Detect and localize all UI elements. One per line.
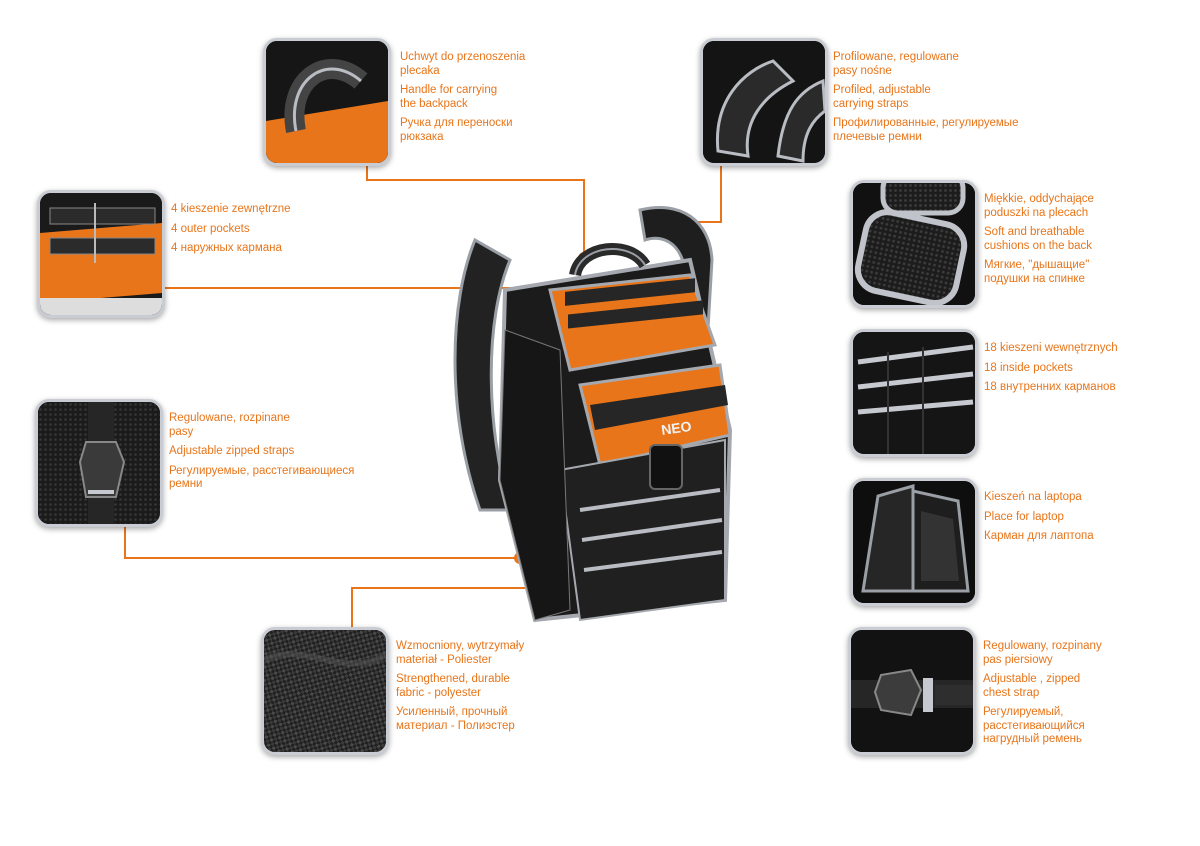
zipped-straps-text-pl: Regulowane, rozpinane pasy [169,412,290,438]
inside-pockets-text-en: 18 inside pockets [984,361,1073,374]
fabric-text-ru: Усиленный, прочный материал - Полиэстер [396,706,515,732]
connector-zipped-straps [124,525,520,559]
chest-strap-label: Regulowany, rozpinany pas piersiowy Adju… [983,640,1133,753]
shoulder-straps-icon [703,41,825,163]
cushions-thumbnail [850,180,978,308]
fabric-text-en: Strengthened, durable fabric - polyester [396,673,510,699]
buckle-icon [38,402,160,524]
inside-pockets-icon [853,332,975,454]
straps-text-en: Profiled, adjustable carrying straps [833,84,931,110]
outer-pockets-text-ru: 4 наружных кармана [171,242,282,254]
outer-pockets-text-pl: 4 kieszenie zewnętrzne [171,203,291,215]
straps-thumbnail [700,38,828,166]
straps-text-pl: Profilowane, regulowane pasy nośne [833,51,959,77]
inside-pockets-text-pl: 18 kieszeni wewnętrznych [984,342,1118,354]
handle-text-ru: Ручка для переноски рюкзака [400,117,513,143]
handle-thumbnail [263,38,391,166]
laptop-label: Kieszeń na laptopa Place for laptop Карм… [984,491,1134,550]
cushions-text-ru: Мягкие, "дышащие" подушки на спинке [984,259,1090,285]
outer-pockets-thumbnail [37,190,165,318]
outer-pockets-label: 4 kieszenie zewnętrzne 4 outer pockets 4… [171,203,321,262]
laptop-text-pl: Kieszeń na laptopa [984,491,1082,503]
fabric-thumbnail [261,627,389,755]
fabric-texture-icon [264,630,386,752]
back-cushion-icon [853,183,975,305]
fabric-label: Wzmocniony, wytrzymały materiał - Polies… [396,640,546,739]
handle-label: Uchwyt do przenoszenia plecaka Handle fo… [400,51,550,150]
chest-strap-text-en: Adjustable , zipped chest strap [983,673,1081,699]
brand-logo: NEO [660,418,692,438]
handle-text-en: Handle for carrying the backpack [400,84,498,110]
chest-strap-text-ru: Регулируемый, расстегивающийся нагрудный… [983,706,1085,745]
handle-icon [266,41,388,163]
laptop-text-en: Place for laptop [984,510,1064,523]
connector-handle [366,160,585,258]
laptop-pocket-icon [853,481,975,603]
chest-strap-thumbnail [848,627,976,755]
connector-fabric [351,587,590,628]
backpack-image: NEO [453,205,733,623]
inside-pockets-thumbnail [850,329,978,457]
cushions-label: Miękkie, oddychające poduszki na plecach… [984,193,1134,292]
inside-pockets-label: 18 kieszeni wewnętrznych 18 inside pocke… [984,342,1134,401]
zipped-straps-text-en: Adjustable zipped straps [169,445,295,457]
zipped-straps-thumbnail [35,399,163,527]
zipped-straps-text-ru: Регулируемые, расстегивающиеся ремни [169,464,355,491]
cushions-text-pl: Miękkie, oddychające poduszki na plecach [984,193,1094,219]
inside-pockets-text-ru: 18 внутренних карманов [984,381,1116,393]
handle-text-pl: Uchwyt do przenoszenia plecaka [400,51,526,77]
cushions-text-en: Soft and breathable cushions on the back [984,226,1093,252]
zipped-straps-label: Regulowane, rozpinane pasy Adjustable zi… [169,412,369,498]
chest-strap-text-pl: Regulowany, rozpinany pas piersiowy [983,640,1102,666]
fabric-text-pl: Wzmocniony, wytrzymały materiał - Polies… [396,640,525,666]
laptop-text-ru: Карман для лаптопа [984,530,1094,542]
laptop-thumbnail [850,478,978,606]
outer-pockets-icon [40,193,162,315]
straps-label: Profilowane, regulowane pasy nośne Profi… [833,51,1033,150]
outer-pockets-text-en: 4 outer pockets [171,222,250,235]
straps-text-ru: Профилированные, регулируемые плечевые р… [833,117,1019,143]
chest-buckle-icon [851,630,973,752]
